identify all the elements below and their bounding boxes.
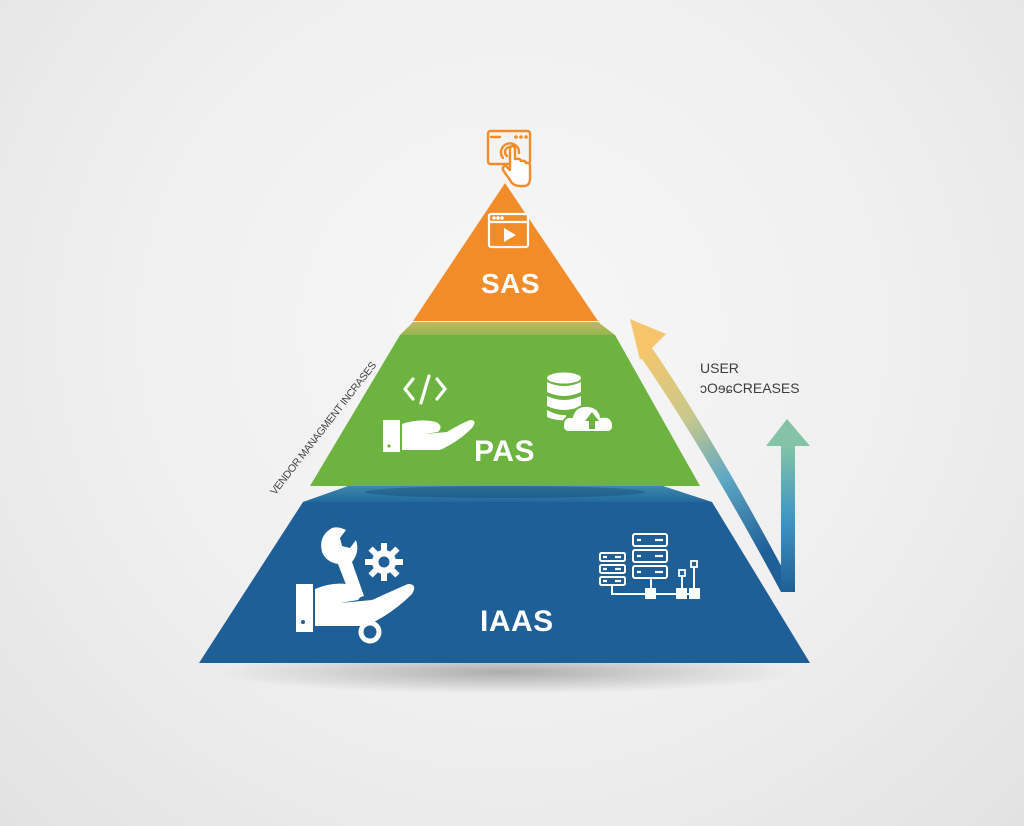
user-annotation-line2: ↄOɘɕCREASES	[700, 380, 800, 396]
code-hand-icon	[383, 374, 475, 452]
wrench-gear-hand-icon	[296, 527, 415, 644]
tier-label-saas: SAS	[481, 268, 541, 299]
cursor-click-window-icon	[486, 129, 532, 188]
video-window-icon	[487, 212, 530, 249]
tier-label-paas: PAS	[474, 435, 535, 468]
straight-arrow-icon	[766, 419, 810, 592]
tier-label-iaas: IAAS	[480, 605, 554, 638]
tier-saas	[413, 183, 598, 321]
database-cloud-upload-icon	[547, 372, 615, 433]
curved-arrow-icon	[630, 319, 795, 592]
user-annotation-line1: USER	[700, 360, 739, 376]
server-network-icon	[599, 533, 700, 599]
